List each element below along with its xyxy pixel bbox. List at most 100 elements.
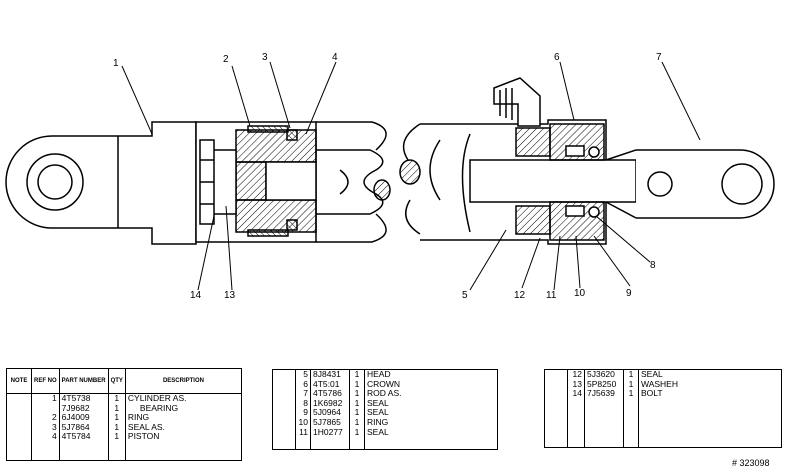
table-filler-row [273, 437, 498, 450]
cell-desc: CROWN [364, 379, 498, 390]
callout-12: 12 [514, 290, 526, 301]
cell-qty: 1 [349, 398, 365, 409]
cell-ref [31, 403, 60, 414]
cell-ref: 3 [31, 422, 60, 433]
cell-part: 8J8431 [310, 369, 350, 380]
cell-note [7, 423, 32, 433]
cell-ref: 9 [295, 408, 311, 418]
cell-part: 5J7865 [310, 417, 350, 428]
cell-part: 4T5784 [58, 432, 109, 442]
cell-ref: 1 [31, 393, 60, 404]
cell-part: 5J7864 [58, 422, 109, 433]
parts-table-1: NOTE REF NO PART NUMBER QTY DESCRIPTION … [6, 368, 242, 461]
cell-part: 5P8250 [584, 379, 624, 390]
table-row: 7J9682 1 BEARING [7, 403, 242, 414]
cell-qty: 1 [107, 413, 126, 423]
cell-ref: 5 [295, 369, 311, 380]
header-ref-no: REF NO [31, 368, 60, 394]
cell-ref: 2 [31, 413, 60, 423]
cell-desc: RING [364, 417, 498, 428]
cell-qty: 1 [107, 393, 126, 404]
callout-14: 14 [190, 290, 202, 301]
drawing-number: # 323098 [732, 458, 770, 468]
callout-4: 4 [332, 52, 338, 63]
cell-qty: 1 [349, 389, 365, 399]
table-row: 8 1K6982 1 SEAL [273, 398, 498, 409]
cell-ref: 8 [295, 398, 311, 409]
cell-desc: WASHEH [638, 379, 782, 390]
header-note: NOTE [6, 368, 32, 394]
cell-desc: ROD AS. [364, 389, 498, 399]
parts-table-2: 5 8J8431 1 HEAD 6 4T5:01 1 CROWN 7 4T578… [272, 369, 498, 451]
cell-part: 7J5639 [584, 389, 624, 399]
cell-qty: 1 [623, 389, 639, 399]
table-row: 4 4T5784 1 PISTON [7, 432, 242, 442]
table-row: 2 6J4009 1 RING [7, 413, 242, 423]
cell-qty: 1 [107, 422, 126, 433]
header-qty: QTY [107, 368, 126, 394]
table-row: 5 8J8431 1 HEAD [273, 369, 498, 380]
cell-part: 1K6982 [310, 398, 350, 409]
cell-qty: 1 [623, 369, 639, 380]
cell-desc: SEAL [364, 408, 498, 418]
cell-part: 5J3620 [584, 369, 624, 380]
table-row: 12 5J3620 1 SEAL [545, 369, 782, 380]
table-row: 14 7J5639 1 BOLT [545, 389, 782, 399]
cell-desc: RING [124, 413, 242, 423]
leader-lines [121, 61, 701, 291]
cell-ref: 10 [295, 417, 311, 428]
callout-10: 10 [574, 288, 586, 299]
cell-part: 4T5738 [58, 393, 109, 404]
cell-desc: BEARING [124, 403, 242, 414]
cell-ref: 11 [295, 427, 311, 438]
cell-desc: SEAL [364, 398, 498, 409]
cell-desc: CYLINDER AS. [124, 393, 242, 404]
callout-5: 5 [462, 290, 468, 301]
cell-note [7, 404, 32, 414]
cell-part: 7J9682 [58, 403, 109, 414]
cell-qty: 1 [349, 379, 365, 390]
cell-qty: 1 [349, 408, 365, 418]
cell-desc: SEAL [638, 369, 782, 380]
cell-ref: 6 [295, 379, 311, 390]
callout-1: 1 [113, 58, 119, 69]
cell-ref: 13 [567, 379, 585, 390]
table-row: 3 5J7864 1 SEAL AS. [7, 422, 242, 433]
cylinder-left-part [5, 121, 391, 245]
cell-qty: 1 [349, 417, 365, 428]
table-row: 7 4T5786 1 ROD AS. [273, 389, 498, 399]
callout-13: 13 [224, 290, 236, 301]
break-symbol [399, 123, 421, 235]
table-row: 13 5P8250 1 WASHEH [545, 379, 782, 390]
callout-6: 6 [554, 52, 560, 63]
header-description: DESCRIPTION [124, 368, 242, 394]
callout-7: 7 [656, 52, 662, 63]
cell-note [7, 413, 32, 423]
table-row: 10 5J7865 1 RING [273, 417, 498, 428]
table-header-row: NOTE REF NO PART NUMBER QTY DESCRIPTION [6, 368, 242, 394]
cell-desc: HEAD [364, 369, 498, 380]
callout-9: 9 [626, 288, 632, 299]
parts-table-3: 12 5J3620 1 SEAL 13 5P8250 1 WASHEH 14 7… [544, 369, 782, 448]
cell-note [7, 394, 32, 404]
cell-qty: 1 [107, 432, 126, 442]
cell-qty: 1 [107, 403, 126, 414]
table-row: 6 4T5:01 1 CROWN [273, 379, 498, 390]
table-filler-row [7, 441, 242, 461]
cylinder-right-part [420, 77, 775, 245]
cell-part: 5J0964 [310, 408, 350, 418]
cell-note [7, 432, 32, 442]
cell-part: 6J4009 [58, 413, 109, 423]
cell-qty: 1 [623, 379, 639, 390]
table-filler-row [545, 398, 782, 448]
cell-desc: SEAL AS. [124, 422, 242, 433]
cell-qty: 1 [349, 369, 365, 380]
cell-part: 4T5786 [310, 389, 350, 399]
cell-part: 4T5:01 [310, 379, 350, 390]
callout-labels: 1 2 3 4 5 6 7 8 9 10 11 12 13 14 [113, 52, 662, 301]
cell-desc: PISTON [124, 432, 242, 442]
cell-desc: SEAL [364, 427, 498, 438]
cell-part: 1H0277 [310, 427, 350, 438]
cell-ref: 4 [31, 432, 60, 442]
